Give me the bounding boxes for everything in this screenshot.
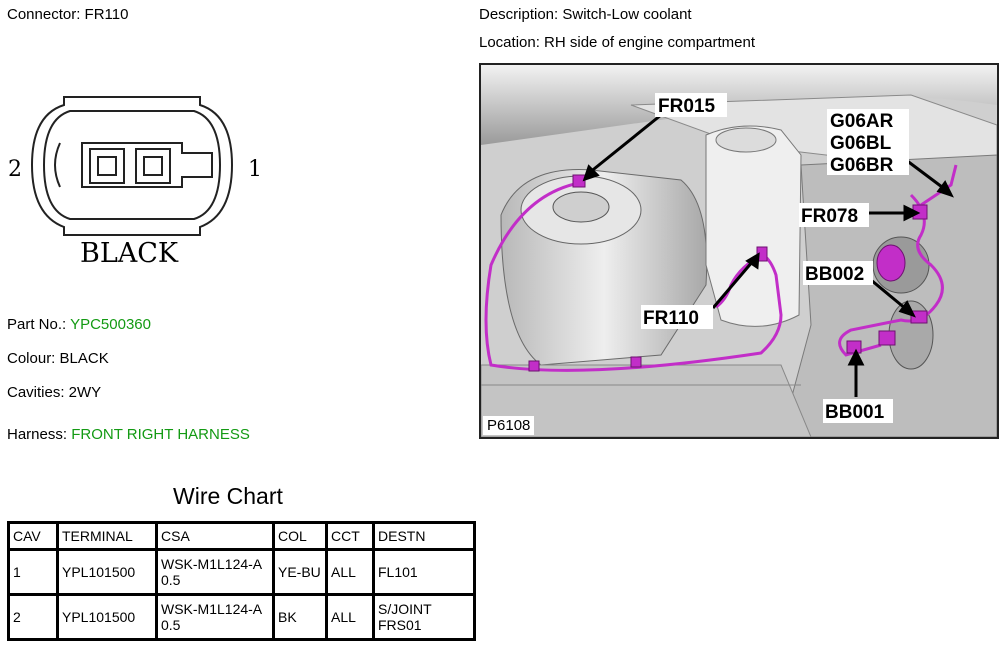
connector-latch-icon bbox=[54, 142, 61, 188]
connector-heading: Connector: FR110 bbox=[7, 6, 129, 23]
label-bb001: BB001 bbox=[825, 402, 885, 423]
part-no-row: Part No.: YPC500360 bbox=[7, 316, 151, 333]
wire-chart-table: CAV TERMINAL CSA COL CCT DESTN 1 YPL1015… bbox=[7, 521, 476, 641]
connector-color-label: BLACK bbox=[80, 238, 179, 269]
table-cell: YPL101500 bbox=[56, 593, 158, 641]
cavity-1-icon bbox=[135, 148, 171, 184]
pin-label-left: 2 bbox=[8, 157, 22, 182]
part-no-value: YPC500360 bbox=[70, 316, 151, 333]
label-fr078: FR078 bbox=[801, 206, 858, 227]
table-cell: ALL bbox=[325, 548, 375, 596]
cavities-info: Cavities: 2WY bbox=[7, 384, 102, 401]
connector-housing-outer bbox=[30, 96, 234, 236]
label-fr015: FR015 bbox=[658, 96, 715, 117]
colour-info: Colour: BLACK bbox=[7, 350, 109, 367]
label-bb002: BB002 bbox=[805, 264, 864, 285]
label-g06br: G06BR bbox=[830, 155, 894, 176]
column-header: CSA bbox=[155, 521, 275, 551]
column-header: DESTN bbox=[372, 521, 476, 551]
table-cell: WSK-M1L124-A 0.5 bbox=[155, 593, 275, 641]
column-header: TERMINAL bbox=[56, 521, 158, 551]
table-cell: BK bbox=[272, 593, 328, 641]
photo-id: P6108 bbox=[483, 416, 535, 435]
table-cell: ALL bbox=[325, 593, 375, 641]
connector-body bbox=[81, 142, 213, 188]
harness-value: FRONT RIGHT HARNESS bbox=[71, 426, 250, 443]
table-header-row: CAV TERMINAL CSA COL CCT DESTN bbox=[7, 521, 476, 551]
connector-diagram bbox=[0, 85, 270, 275]
pin-label-right: 1 bbox=[248, 157, 262, 182]
table-cell: YE-BU bbox=[272, 548, 328, 596]
label-g06ar: G06AR bbox=[830, 111, 894, 132]
label-fr110: FR110 bbox=[643, 308, 699, 329]
column-header: CAV bbox=[7, 521, 59, 551]
harness-label: Harness: bbox=[7, 426, 68, 443]
table-cell: S/JOINT FRS01 bbox=[372, 593, 476, 641]
table-row: 1 YPL101500 WSK-M1L124-A 0.5 YE-BU ALL F… bbox=[7, 548, 476, 596]
table-cell: WSK-M1L124-A 0.5 bbox=[155, 548, 275, 596]
location-photo: FR015 G06AR G06BL G06BR FR078 BB002 FR11… bbox=[479, 63, 999, 439]
coolant-reservoir-shape bbox=[705, 125, 802, 327]
wire-chart-title: Wire Chart bbox=[173, 483, 283, 509]
location-text: Location: RH side of engine compartment bbox=[479, 34, 755, 51]
label-g06bl: G06BL bbox=[830, 133, 892, 154]
part-no-label: Part No.: bbox=[7, 316, 67, 333]
cavity-2-icon bbox=[89, 148, 125, 184]
table-cell: FL101 bbox=[372, 548, 476, 596]
column-header: COL bbox=[272, 521, 328, 551]
description-text: Description: Switch-Low coolant bbox=[479, 6, 692, 23]
table-cell: YPL101500 bbox=[56, 548, 158, 596]
column-header: CCT bbox=[325, 521, 375, 551]
table-cell: 1 bbox=[7, 548, 59, 596]
connector-housing-inner bbox=[42, 110, 222, 220]
table-cell: 2 bbox=[7, 593, 59, 641]
table-row: 2 YPL101500 WSK-M1L124-A 0.5 BK ALL S/JO… bbox=[7, 593, 476, 641]
harness-row: Harness: FRONT RIGHT HARNESS bbox=[7, 426, 250, 443]
